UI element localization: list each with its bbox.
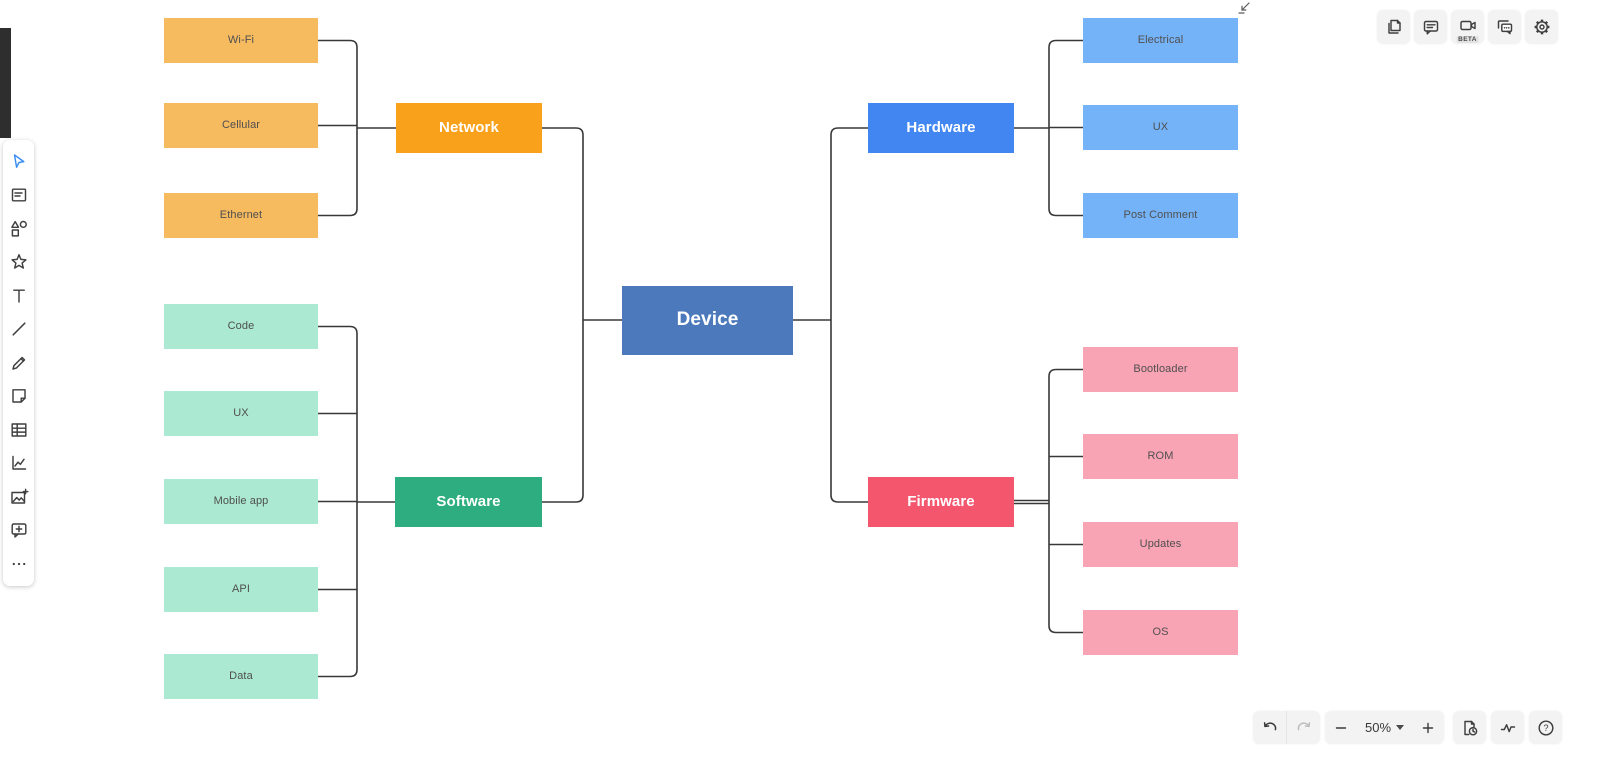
help-icon: ? bbox=[1537, 719, 1554, 736]
help-button[interactable]: ? bbox=[1529, 711, 1562, 744]
diagram-node-network[interactable]: Network bbox=[396, 103, 542, 153]
version-history-button[interactable] bbox=[1453, 711, 1486, 744]
zoom-out-button[interactable] bbox=[1335, 722, 1347, 734]
pages-button[interactable] bbox=[1377, 10, 1410, 44]
line-tool[interactable] bbox=[3, 313, 34, 347]
table-tool-icon bbox=[10, 423, 27, 437]
text-tool[interactable] bbox=[3, 279, 34, 313]
diagram-node-code[interactable]: Code bbox=[164, 304, 318, 349]
zoom-level-dropdown[interactable]: 50% bbox=[1364, 720, 1405, 735]
add-comment-icon bbox=[10, 523, 27, 538]
pencil-tool[interactable] bbox=[3, 346, 34, 380]
diagram-node-ux-hardware[interactable]: UX bbox=[1083, 105, 1238, 150]
diagram-node-firmware[interactable]: Firmware bbox=[868, 477, 1014, 527]
more-tools[interactable] bbox=[3, 547, 34, 581]
star-shape-tool[interactable] bbox=[3, 246, 34, 280]
text-tool-icon bbox=[12, 289, 25, 303]
chart-tool[interactable] bbox=[3, 447, 34, 481]
video-record-icon bbox=[1459, 20, 1476, 30]
undo-button[interactable] bbox=[1253, 711, 1286, 744]
video-record-button[interactable]: BETA bbox=[1451, 10, 1484, 44]
left-toolbar bbox=[3, 140, 34, 586]
insert-image-tool[interactable] bbox=[3, 480, 34, 514]
redo-icon bbox=[1297, 721, 1310, 730]
diagram-node-software[interactable]: Software bbox=[395, 477, 542, 527]
connector[interactable] bbox=[1048, 368, 1083, 634]
insert-image-icon bbox=[10, 488, 29, 504]
select-tool[interactable] bbox=[3, 145, 34, 179]
comment-button[interactable] bbox=[1414, 10, 1447, 44]
line-tool-icon bbox=[11, 322, 26, 336]
chat-button[interactable] bbox=[1488, 10, 1521, 44]
activity-icon bbox=[1500, 723, 1515, 732]
bottom-right-controls: 50% bbox=[1253, 711, 1562, 744]
diagram-node-os[interactable]: OS bbox=[1083, 610, 1238, 655]
sticky-note-icon bbox=[11, 389, 26, 403]
more-tools-icon bbox=[12, 562, 25, 565]
diagram-node-ethernet[interactable]: Ethernet bbox=[164, 193, 318, 238]
star-shape-icon bbox=[10, 254, 27, 269]
svg-text:?: ? bbox=[1543, 723, 1548, 733]
diagram-node-data[interactable]: Data bbox=[164, 654, 318, 699]
chart-tool-icon bbox=[11, 456, 26, 470]
diagram-node-post-comment[interactable]: Post Comment bbox=[1083, 193, 1238, 238]
connector[interactable] bbox=[542, 127, 584, 503]
chat-icon bbox=[1497, 20, 1512, 35]
zoom-controls: 50% bbox=[1325, 711, 1444, 744]
add-comment-tool[interactable] bbox=[3, 514, 34, 548]
redo-button[interactable] bbox=[1286, 711, 1320, 744]
diagram-node-wifi[interactable]: Wi-Fi bbox=[164, 18, 318, 63]
diagram-node-device[interactable]: Device bbox=[622, 286, 793, 355]
note-panel-tool[interactable] bbox=[3, 179, 34, 213]
undo-icon bbox=[1263, 721, 1276, 730]
diagram-node-electrical[interactable]: Electrical bbox=[1083, 18, 1238, 63]
pencil-tool-icon bbox=[11, 356, 25, 370]
activity-button[interactable] bbox=[1491, 711, 1524, 744]
select-tool-icon bbox=[13, 154, 25, 168]
zoom-level: 50% bbox=[1364, 720, 1392, 735]
diagram-node-ux-software[interactable]: UX bbox=[164, 391, 318, 436]
sticky-note-tool[interactable] bbox=[3, 380, 34, 414]
diagram-node-hardware[interactable]: Hardware bbox=[868, 103, 1014, 153]
connector[interactable] bbox=[830, 127, 868, 503]
diagram-node-mobile-app[interactable]: Mobile app bbox=[164, 479, 318, 524]
diagram-node-bootloader[interactable]: Bootloader bbox=[1083, 347, 1238, 392]
minus-icon bbox=[1335, 726, 1347, 729]
diagram-node-updates[interactable]: Updates bbox=[1083, 522, 1238, 567]
shapes-icon bbox=[10, 220, 27, 237]
resize-handle-icon[interactable] bbox=[1236, 1, 1252, 15]
diagram-node-cellular[interactable]: Cellular bbox=[164, 103, 318, 148]
pages-icon bbox=[1387, 19, 1401, 34]
plus-icon bbox=[1422, 722, 1434, 733]
beta-badge: BETA bbox=[1456, 36, 1479, 43]
chevron-down-icon bbox=[1396, 725, 1405, 730]
shapes-tool[interactable] bbox=[3, 212, 34, 246]
version-history-icon bbox=[1463, 720, 1477, 736]
diagram-node-api[interactable]: API bbox=[164, 567, 318, 612]
zoom-in-button[interactable] bbox=[1422, 722, 1434, 734]
comment-icon bbox=[1423, 20, 1438, 35]
note-panel-icon bbox=[11, 188, 26, 202]
settings-button[interactable] bbox=[1525, 10, 1558, 44]
diagram-node-rom[interactable]: ROM bbox=[1083, 434, 1238, 479]
table-tool[interactable] bbox=[3, 413, 34, 447]
top-right-toolbar: BETA bbox=[1377, 10, 1558, 44]
collapsed-panel-strip[interactable] bbox=[0, 28, 11, 138]
undo-redo-group bbox=[1253, 711, 1320, 744]
settings-gear-icon bbox=[1534, 19, 1549, 35]
